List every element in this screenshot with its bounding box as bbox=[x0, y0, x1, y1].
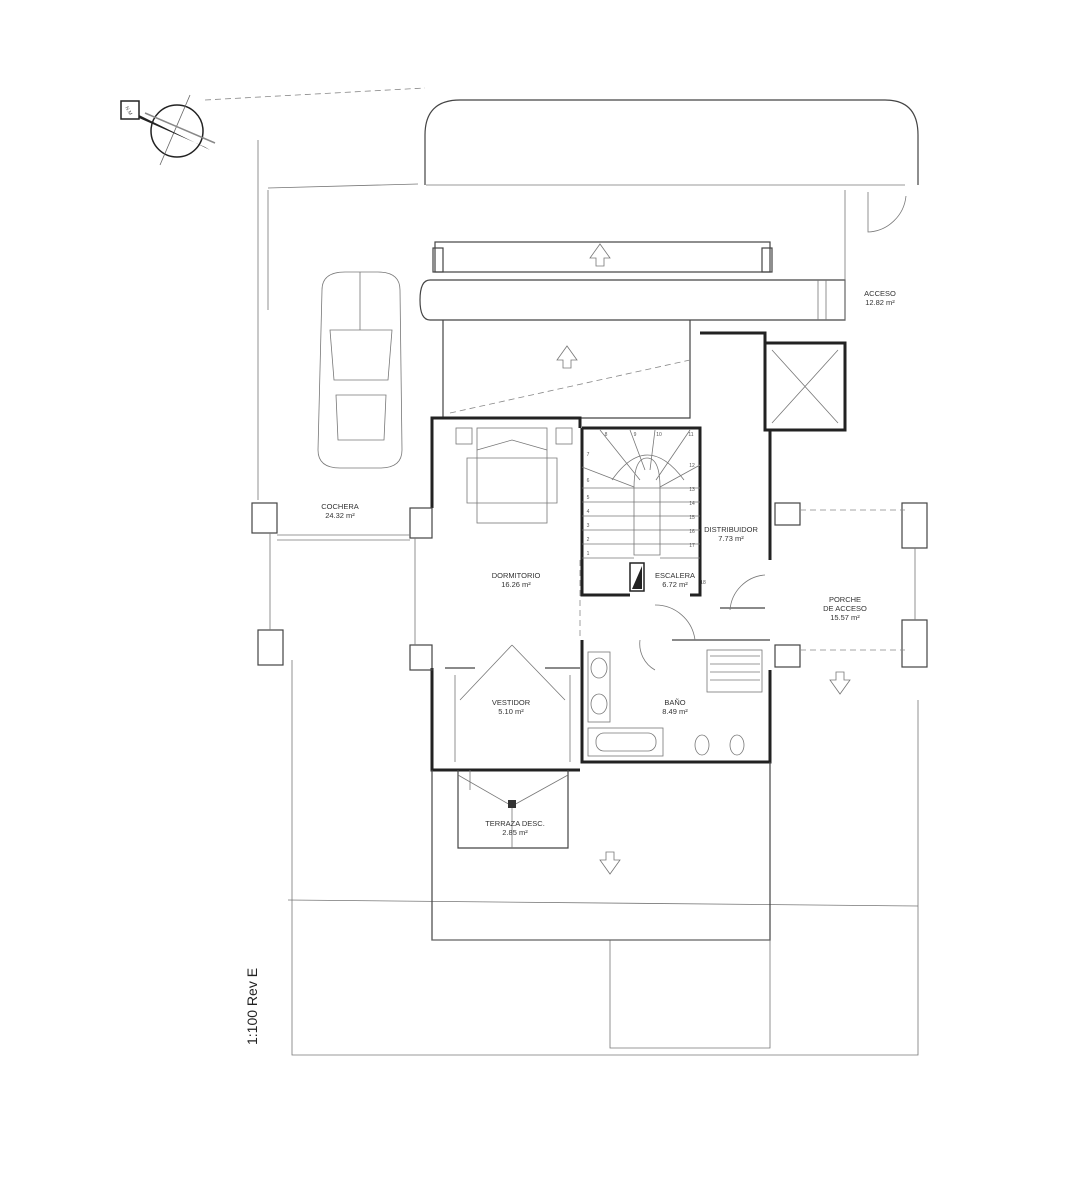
room-distribuidor: DISTRIBUIDOR 7.73 m² bbox=[704, 525, 758, 543]
bathroom-fixtures bbox=[587, 649, 763, 757]
svg-text:8: 8 bbox=[605, 432, 608, 438]
bed-icon bbox=[455, 427, 573, 524]
scale-label: 1:100 Rev E bbox=[244, 968, 260, 1045]
room-terraza: TERRAZA DESC. 2.85 m² bbox=[485, 819, 545, 837]
porch-columns bbox=[251, 502, 928, 695]
svg-text:24.32 m²: 24.32 m² bbox=[325, 511, 355, 520]
svg-text:7.73 m²: 7.73 m² bbox=[718, 534, 744, 543]
svg-text:N.M: N.M bbox=[123, 106, 133, 117]
svg-text:5.10 m²: 5.10 m² bbox=[498, 707, 524, 716]
svg-text:6.72 m²: 6.72 m² bbox=[662, 580, 688, 589]
svg-text:1: 1 bbox=[587, 551, 590, 557]
svg-text:3: 3 bbox=[587, 523, 590, 529]
svg-text:DE ACCESO: DE ACCESO bbox=[823, 604, 867, 613]
svg-text:18: 18 bbox=[700, 580, 706, 586]
svg-text:2: 2 bbox=[587, 537, 590, 543]
room-vestidor: VESTIDOR 5.10 m² bbox=[492, 698, 531, 716]
svg-text:11: 11 bbox=[688, 432, 693, 438]
svg-text:15.57 m²: 15.57 m² bbox=[830, 613, 860, 622]
plot-boundary bbox=[204, 87, 919, 1056]
svg-text:7: 7 bbox=[587, 452, 590, 458]
svg-text:COCHERA: COCHERA bbox=[321, 502, 359, 511]
svg-text:12.82 m²: 12.82 m² bbox=[865, 298, 895, 307]
svg-text:ACCESO: ACCESO bbox=[864, 289, 896, 298]
svg-text:2.85 m²: 2.85 m² bbox=[502, 828, 528, 837]
house-walls bbox=[430, 331, 847, 772]
svg-text:17: 17 bbox=[689, 543, 695, 549]
vestidor-terraza bbox=[431, 644, 771, 941]
room-acceso: ACCESO 12.82 m² bbox=[864, 289, 896, 307]
svg-text:ESCALERA: ESCALERA bbox=[655, 571, 695, 580]
top-structures bbox=[419, 190, 907, 419]
svg-text:12: 12 bbox=[689, 463, 695, 469]
car-icon bbox=[317, 271, 403, 469]
room-bano: BAÑO 8.49 m² bbox=[662, 698, 688, 716]
svg-text:4: 4 bbox=[587, 509, 590, 515]
svg-text:15: 15 bbox=[689, 515, 695, 521]
svg-text:8.49 m²: 8.49 m² bbox=[662, 707, 688, 716]
room-dormitorio: DORMITORIO 16.26 m² bbox=[492, 571, 541, 589]
svg-text:10: 10 bbox=[656, 432, 662, 438]
svg-text:13: 13 bbox=[689, 487, 695, 493]
room-escalera: ESCALERA 6.72 m² bbox=[655, 571, 695, 589]
svg-text:14: 14 bbox=[689, 501, 695, 507]
doors bbox=[639, 574, 766, 671]
svg-text:DISTRIBUIDOR: DISTRIBUIDOR bbox=[704, 525, 758, 534]
north-arrow-icon: N.M bbox=[120, 94, 216, 166]
svg-text:16.26 m²: 16.26 m² bbox=[501, 580, 531, 589]
stair-step-numbers: 1 2 3 4 5 6 7 8 9 10 11 12 13 14 15 16 1… bbox=[587, 432, 706, 586]
svg-text:TERRAZA DESC.: TERRAZA DESC. bbox=[485, 819, 545, 828]
svg-text:PORCHE: PORCHE bbox=[829, 595, 861, 604]
room-cochera: COCHERA 24.32 m² bbox=[321, 502, 359, 520]
svg-text:VESTIDOR: VESTIDOR bbox=[492, 698, 531, 707]
svg-text:DORMITORIO: DORMITORIO bbox=[492, 571, 541, 580]
staircase: 1 2 3 4 5 6 7 8 9 10 11 12 13 14 15 16 1… bbox=[581, 429, 706, 592]
room-porche: PORCHE DE ACCESO 15.57 m² bbox=[823, 595, 867, 622]
svg-text:5: 5 bbox=[587, 495, 590, 501]
svg-text:9: 9 bbox=[634, 432, 637, 438]
svg-text:6: 6 bbox=[587, 478, 590, 484]
svg-text:BAÑO: BAÑO bbox=[664, 698, 685, 707]
svg-text:16: 16 bbox=[689, 529, 695, 535]
